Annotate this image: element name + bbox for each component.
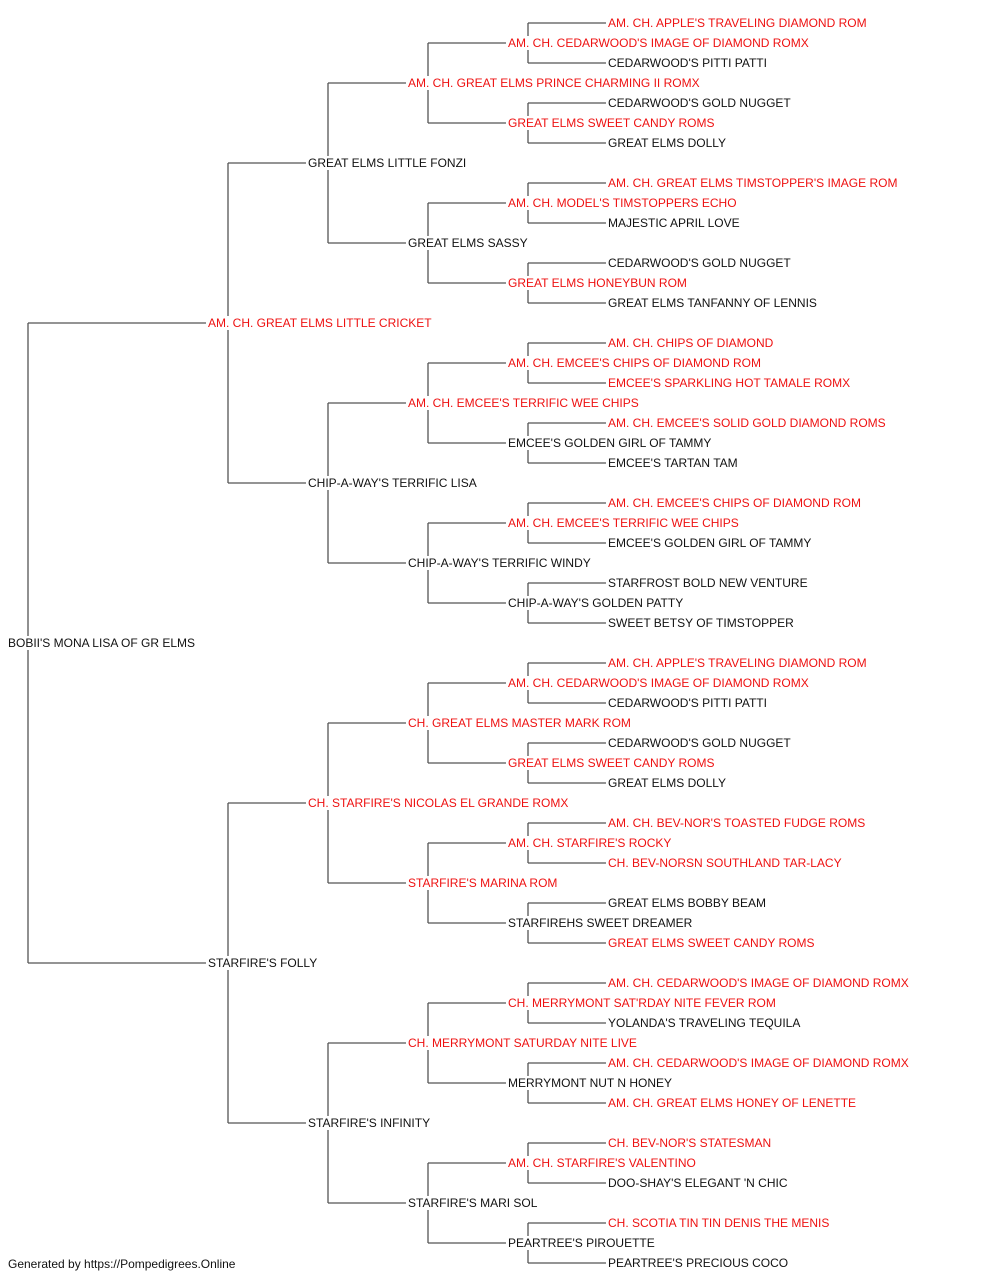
dam-name: STARFIREHS SWEET DREAMER <box>507 916 694 930</box>
sire-name: AM. CH. EMCEE'S CHIPS OF DIAMOND ROM <box>607 496 862 510</box>
dam-name: STARFIRE'S INFINITY <box>307 1116 432 1130</box>
dam-name: AM. CH. GREAT ELMS HONEY OF LENETTE <box>607 1096 858 1110</box>
sire-name: CH. MERRYMONT SAT'RDAY NITE FEVER ROM <box>507 996 777 1010</box>
dam-name: STARFIRE'S MARI SOL <box>407 1196 539 1210</box>
dam-name: SWEET BETSY OF TIMSTOPPER <box>607 616 795 630</box>
sire-name: CH. BEV-NOR'S STATESMAN <box>607 1136 773 1150</box>
dam-name: GREAT ELMS SWEET CANDY ROMS <box>507 756 716 770</box>
sire-name: CH. GREAT ELMS MASTER MARK ROM <box>407 716 632 730</box>
sire-name: CEDARWOOD'S GOLD NUGGET <box>607 96 792 110</box>
dam-name: GREAT ELMS SASSY <box>407 236 529 250</box>
dam-name: MERRYMONT NUT N HONEY <box>507 1076 674 1090</box>
dam-name: CHIP-A-WAY'S TERRIFIC WINDY <box>407 556 592 570</box>
sire-name: AM. CH. APPLE'S TRAVELING DIAMOND ROM <box>607 656 868 670</box>
sire-name: AM. CH. GREAT ELMS LITTLE CRICKET <box>207 316 433 330</box>
sire-name: AM. CH. STARFIRE'S ROCKY <box>507 836 673 850</box>
dam-name: EMCEE'S GOLDEN GIRL OF TAMMY <box>607 536 813 550</box>
dam-name: EMCEE'S TARTAN TAM <box>607 456 739 470</box>
generated-by-footer: Generated by https://Pompedigrees.Online <box>8 1257 236 1271</box>
sire-name: GREAT ELMS LITTLE FONZI <box>307 156 468 170</box>
dam-name: CHIP-A-WAY'S GOLDEN PATTY <box>507 596 685 610</box>
dam-name: CHIP-A-WAY'S TERRIFIC LISA <box>307 476 478 490</box>
dam-name: YOLANDA'S TRAVELING TEQUILA <box>607 1016 802 1030</box>
sire-name: AM. CH. CEDARWOOD'S IMAGE OF DIAMOND ROM… <box>607 976 910 990</box>
sire-name: CH. STARFIRE'S NICOLAS EL GRANDE ROMX <box>307 796 570 810</box>
sire-name: AM. CH. EMCEE'S TERRIFIC WEE CHIPS <box>507 516 740 530</box>
dam-name: GREAT ELMS SWEET CANDY ROMS <box>607 936 816 950</box>
sire-name: AM. CH. GREAT ELMS TIMSTOPPER'S IMAGE RO… <box>607 176 899 190</box>
sire-name: GREAT ELMS BOBBY BEAM <box>607 896 768 910</box>
dam-name: CEDARWOOD'S PITTI PATTI <box>607 696 768 710</box>
dam-name: STARFIRE'S FOLLY <box>207 956 319 970</box>
dam-name: EMCEE'S GOLDEN GIRL OF TAMMY <box>507 436 713 450</box>
sire-name: AM. CH. BEV-NOR'S TOASTED FUDGE ROMS <box>607 816 867 830</box>
dam-name: DOO-SHAY'S ELEGANT 'N CHIC <box>607 1176 789 1190</box>
dam-name: GREAT ELMS TANFANNY OF LENNIS <box>607 296 818 310</box>
dam-name: PEARTREE'S PRECIOUS COCO <box>607 1256 790 1270</box>
dam-name: PEARTREE'S PIROUETTE <box>507 1236 656 1250</box>
dam-name: STARFIRE'S MARINA ROM <box>407 876 559 890</box>
dam-name: GREAT ELMS DOLLY <box>607 136 728 150</box>
dam-name: MAJESTIC APRIL LOVE <box>607 216 741 230</box>
subject-dog-name: BOBII'S MONA LISA OF GR ELMS <box>7 636 197 650</box>
sire-name: CH. SCOTIA TIN TIN DENIS THE MENIS <box>607 1216 831 1230</box>
dam-name: CH. BEV-NORSN SOUTHLAND TAR-LACY <box>607 856 843 870</box>
sire-name: AM. CH. EMCEE'S SOLID GOLD DIAMOND ROMS <box>607 416 887 430</box>
sire-name: AM. CH. EMCEE'S TERRIFIC WEE CHIPS <box>407 396 640 410</box>
sire-name: AM. CH. STARFIRE'S VALENTINO <box>507 1156 697 1170</box>
dam-name: GREAT ELMS DOLLY <box>607 776 728 790</box>
dam-name: GREAT ELMS HONEYBUN ROM <box>507 276 688 290</box>
sire-name: AM. CH. CEDARWOOD'S IMAGE OF DIAMOND ROM… <box>507 36 810 50</box>
sire-name: CEDARWOOD'S GOLD NUGGET <box>607 256 792 270</box>
sire-name: AM. CH. APPLE'S TRAVELING DIAMOND ROM <box>607 16 868 30</box>
sire-name: AM. CH. MODEL'S TIMSTOPPERS ECHO <box>507 196 738 210</box>
dam-name: EMCEE'S SPARKLING HOT TAMALE ROMX <box>607 376 852 390</box>
sire-name: AM. CH. CEDARWOOD'S IMAGE OF DIAMOND ROM… <box>607 1056 910 1070</box>
dam-name: CEDARWOOD'S PITTI PATTI <box>607 56 768 70</box>
sire-name: CH. MERRYMONT SATURDAY NITE LIVE <box>407 1036 638 1050</box>
dam-name: GREAT ELMS SWEET CANDY ROMS <box>507 116 716 130</box>
sire-name: AM. CH. GREAT ELMS PRINCE CHARMING II RO… <box>407 76 701 90</box>
sire-name: AM. CH. CHIPS OF DIAMOND <box>607 336 775 350</box>
sire-name: STARFROST BOLD NEW VENTURE <box>607 576 809 590</box>
sire-name: AM. CH. CEDARWOOD'S IMAGE OF DIAMOND ROM… <box>507 676 810 690</box>
sire-name: AM. CH. EMCEE'S CHIPS OF DIAMOND ROM <box>507 356 762 370</box>
sire-name: CEDARWOOD'S GOLD NUGGET <box>607 736 792 750</box>
